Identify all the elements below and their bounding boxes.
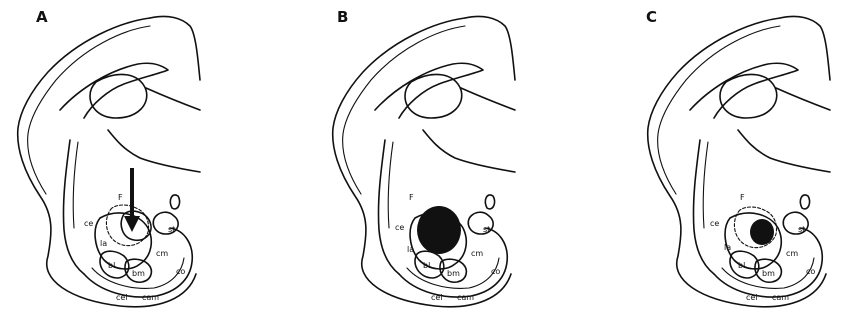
- dorsal-fold: [465, 16, 515, 80]
- label-bm: bm: [132, 269, 145, 278]
- label-cm: cm: [156, 249, 168, 258]
- label-ce: ce: [84, 219, 93, 228]
- external-capsule-inner: [703, 142, 708, 228]
- label-ce: ce: [710, 219, 719, 228]
- optic-tract-oval: [170, 195, 179, 209]
- label-cel: cel: [116, 293, 128, 302]
- label-cm: cm: [471, 249, 483, 258]
- dorsal-fold: [780, 16, 830, 80]
- label-bl: bl: [738, 261, 745, 270]
- label-f: F: [409, 193, 414, 202]
- external-capsule-inner: [388, 142, 393, 228]
- panel-b-drawing: F st ce bl bm la cm co cel cam: [315, 0, 599, 320]
- label-f: F: [118, 193, 123, 202]
- label-f: F: [740, 193, 745, 202]
- ventricle-outline: [90, 74, 147, 118]
- label-la: la: [100, 239, 107, 248]
- label-cel: cel: [431, 293, 443, 302]
- internal-capsule: [423, 130, 515, 172]
- thalamus-outline: [776, 88, 830, 110]
- dorsal-fold: [150, 16, 200, 80]
- internal-capsule: [738, 130, 830, 172]
- label-la: la: [724, 243, 731, 252]
- panel-b: B F st ce bl bm la c: [315, 0, 599, 320]
- internal-capsule: [108, 130, 200, 172]
- panel-c-drawing: F st ce bl bm la cm co cel cam: [630, 0, 852, 320]
- external-capsule-inner: [73, 142, 78, 228]
- arrow-head: [124, 216, 140, 232]
- thalamus-outline: [461, 88, 515, 110]
- panel-a: A F st ce: [0, 0, 284, 320]
- ventricle-outline: [405, 74, 462, 118]
- label-st: st: [483, 225, 490, 234]
- large-lesion: [417, 206, 461, 254]
- label-cel: cel: [746, 293, 758, 302]
- label-st: st: [168, 225, 175, 234]
- label-bm: bm: [447, 269, 460, 278]
- label-la: la: [407, 245, 414, 254]
- label-cam: cam: [457, 293, 474, 302]
- label-cam: cam: [142, 293, 159, 302]
- label-co: co: [176, 267, 185, 276]
- label-co: co: [806, 267, 815, 276]
- label-bm: bm: [762, 269, 775, 278]
- thalamus-outline: [146, 88, 200, 110]
- small-lesion: [750, 219, 774, 245]
- label-cam: cam: [772, 293, 789, 302]
- label-bl: bl: [108, 261, 115, 270]
- panel-c: C F st ce bl bm la: [630, 0, 852, 320]
- label-co: co: [491, 267, 500, 276]
- optic-tract-oval: [800, 195, 809, 209]
- ventricle-outline: [720, 74, 777, 118]
- label-bl: bl: [423, 261, 430, 270]
- optic-tract-oval: [485, 195, 494, 209]
- panel-a-drawing: F st ce bl bm la cm co cel cam: [0, 0, 284, 320]
- label-st: st: [798, 225, 805, 234]
- label-cm: cm: [786, 249, 798, 258]
- label-ce: ce: [395, 223, 404, 232]
